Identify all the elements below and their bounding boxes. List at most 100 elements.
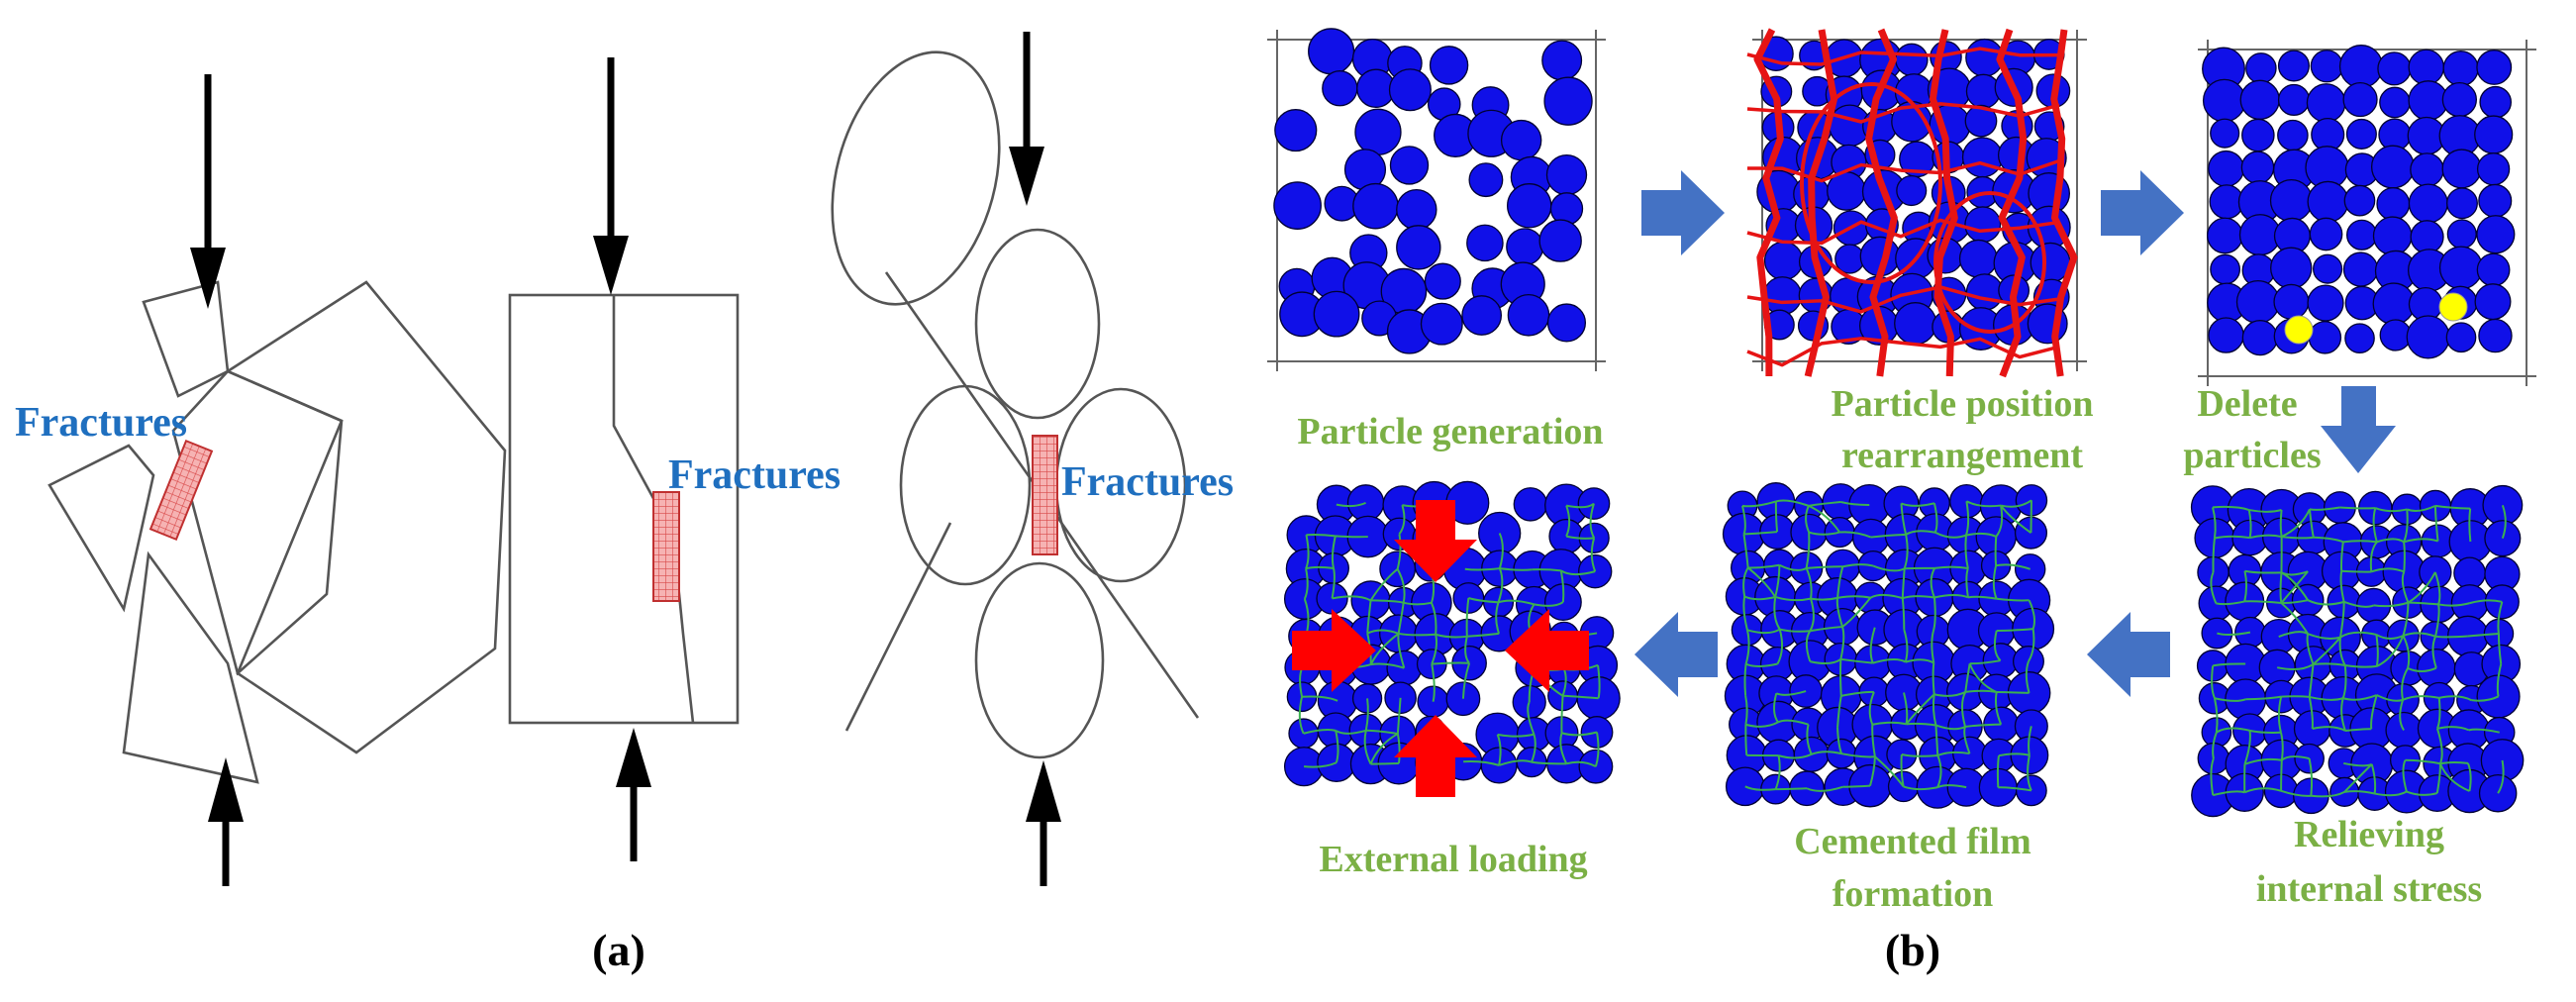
- cement-film: [2405, 758, 2441, 765]
- cement-film: [1560, 569, 1596, 576]
- fracture-zone-3: [1032, 435, 1058, 555]
- load-arrow-down: [1394, 500, 1477, 582]
- particle: [2377, 51, 2412, 86]
- particle: [1346, 484, 1385, 522]
- cement-film: [2276, 663, 2315, 671]
- cement-film: [1839, 500, 1870, 506]
- cement-film: [2000, 499, 2032, 508]
- cement-film: [1872, 721, 1907, 726]
- cement-film: [1561, 668, 1567, 697]
- force-chain: [1746, 218, 2060, 246]
- cement-film: [1932, 694, 1937, 726]
- cement-film: [1466, 632, 1500, 638]
- particle: [1952, 736, 1987, 771]
- cement-film: [2496, 663, 2503, 697]
- cement-film: [1933, 691, 1966, 697]
- cement-film: [2403, 509, 2409, 543]
- particle: [2446, 187, 2478, 220]
- particle: [2277, 119, 2309, 151]
- cement-film: [1901, 753, 1938, 757]
- particle: [2408, 80, 2449, 121]
- cement-film: [1936, 754, 1942, 788]
- cement-film: [1933, 594, 1969, 599]
- cement-film: [2280, 732, 2284, 760]
- cement-film: [2402, 759, 2408, 792]
- cement-film: [1332, 595, 1372, 602]
- fracture-label-2: Fractures: [668, 452, 841, 498]
- cement-film: [1805, 630, 1812, 662]
- particle: [2240, 150, 2275, 184]
- cement-film: [2497, 759, 2505, 794]
- load-arrow-bottom-3: [1026, 760, 1061, 886]
- cement-film: [1998, 786, 2031, 792]
- cement-film: [1743, 663, 1747, 696]
- force-chain: [1746, 47, 2060, 66]
- cement-film: [2248, 509, 2282, 513]
- panel-a: Fractures Fractures Fractures (a): [15, 32, 1234, 975]
- cement-film: [1370, 762, 1400, 765]
- cement-film: [1430, 602, 1437, 635]
- force-chain: [1929, 29, 1958, 377]
- cement-film: [1396, 568, 1406, 603]
- cement-film: [2468, 508, 2472, 543]
- cement-film: [1869, 756, 1876, 786]
- cement-film: [1741, 505, 1746, 535]
- cement-film: [2339, 570, 2345, 603]
- particle: [1420, 302, 1463, 346]
- cement-film: [1960, 691, 1967, 728]
- cement-film: [1742, 566, 1749, 597]
- cement-film: [1964, 535, 1969, 569]
- cement-film: [1461, 662, 1471, 699]
- particle: [2438, 246, 2483, 290]
- cement-film: [2344, 790, 2375, 795]
- particle: [1388, 68, 1432, 112]
- cement-film: [2433, 571, 2441, 605]
- cement-film: [2212, 507, 2217, 539]
- particle: [2202, 78, 2246, 123]
- cement-film: [1559, 570, 1565, 603]
- particle: [2270, 247, 2313, 289]
- cement-film: [2431, 636, 2437, 668]
- cement-film: [2313, 536, 2344, 544]
- cement-film: [2244, 757, 2282, 765]
- particle: [1763, 241, 1804, 281]
- cement-film: [1805, 567, 1813, 599]
- cement-film: [1903, 534, 1909, 569]
- cement-film: [2000, 504, 2032, 534]
- particle: [2210, 118, 2240, 149]
- cement-film: [1905, 530, 1935, 536]
- particle: [1958, 239, 1998, 278]
- particle: [1541, 40, 1583, 81]
- cement-film: [1365, 729, 1399, 736]
- particle: [1466, 224, 1504, 262]
- cement-film: [1810, 657, 1841, 665]
- cement-film: [1969, 659, 2001, 665]
- cement-film: [1994, 536, 1998, 566]
- cement-film: [2308, 757, 2314, 796]
- cement-film: [2281, 599, 2309, 605]
- cement-film: [1777, 719, 1809, 726]
- cement-film: [1839, 658, 1842, 696]
- cement-film: [2375, 634, 2379, 667]
- particle: [1507, 183, 1552, 229]
- cement-film: [1808, 531, 1840, 536]
- cement-film: [1931, 631, 1935, 663]
- particle: [2372, 216, 2413, 256]
- cement-film: [1836, 565, 1844, 598]
- particle: [1506, 228, 1544, 266]
- cement-film: [2338, 637, 2346, 666]
- particle: [2476, 215, 2516, 254]
- particle: [1274, 109, 1318, 152]
- step-label-cemented-1: Cemented film: [1794, 821, 2031, 862]
- cement-film: [2307, 599, 2344, 606]
- cement-film: [2280, 570, 2309, 604]
- cement-film: [1903, 785, 1938, 791]
- particle: [2410, 220, 2444, 254]
- cement-film: [2249, 729, 2282, 734]
- particle: [2372, 282, 2416, 326]
- cement-film: [1745, 662, 1778, 668]
- force-chain: [1865, 28, 1898, 377]
- cement-film: [2281, 755, 2310, 761]
- cement-film: [2433, 505, 2439, 542]
- cement-film: [1779, 628, 1811, 633]
